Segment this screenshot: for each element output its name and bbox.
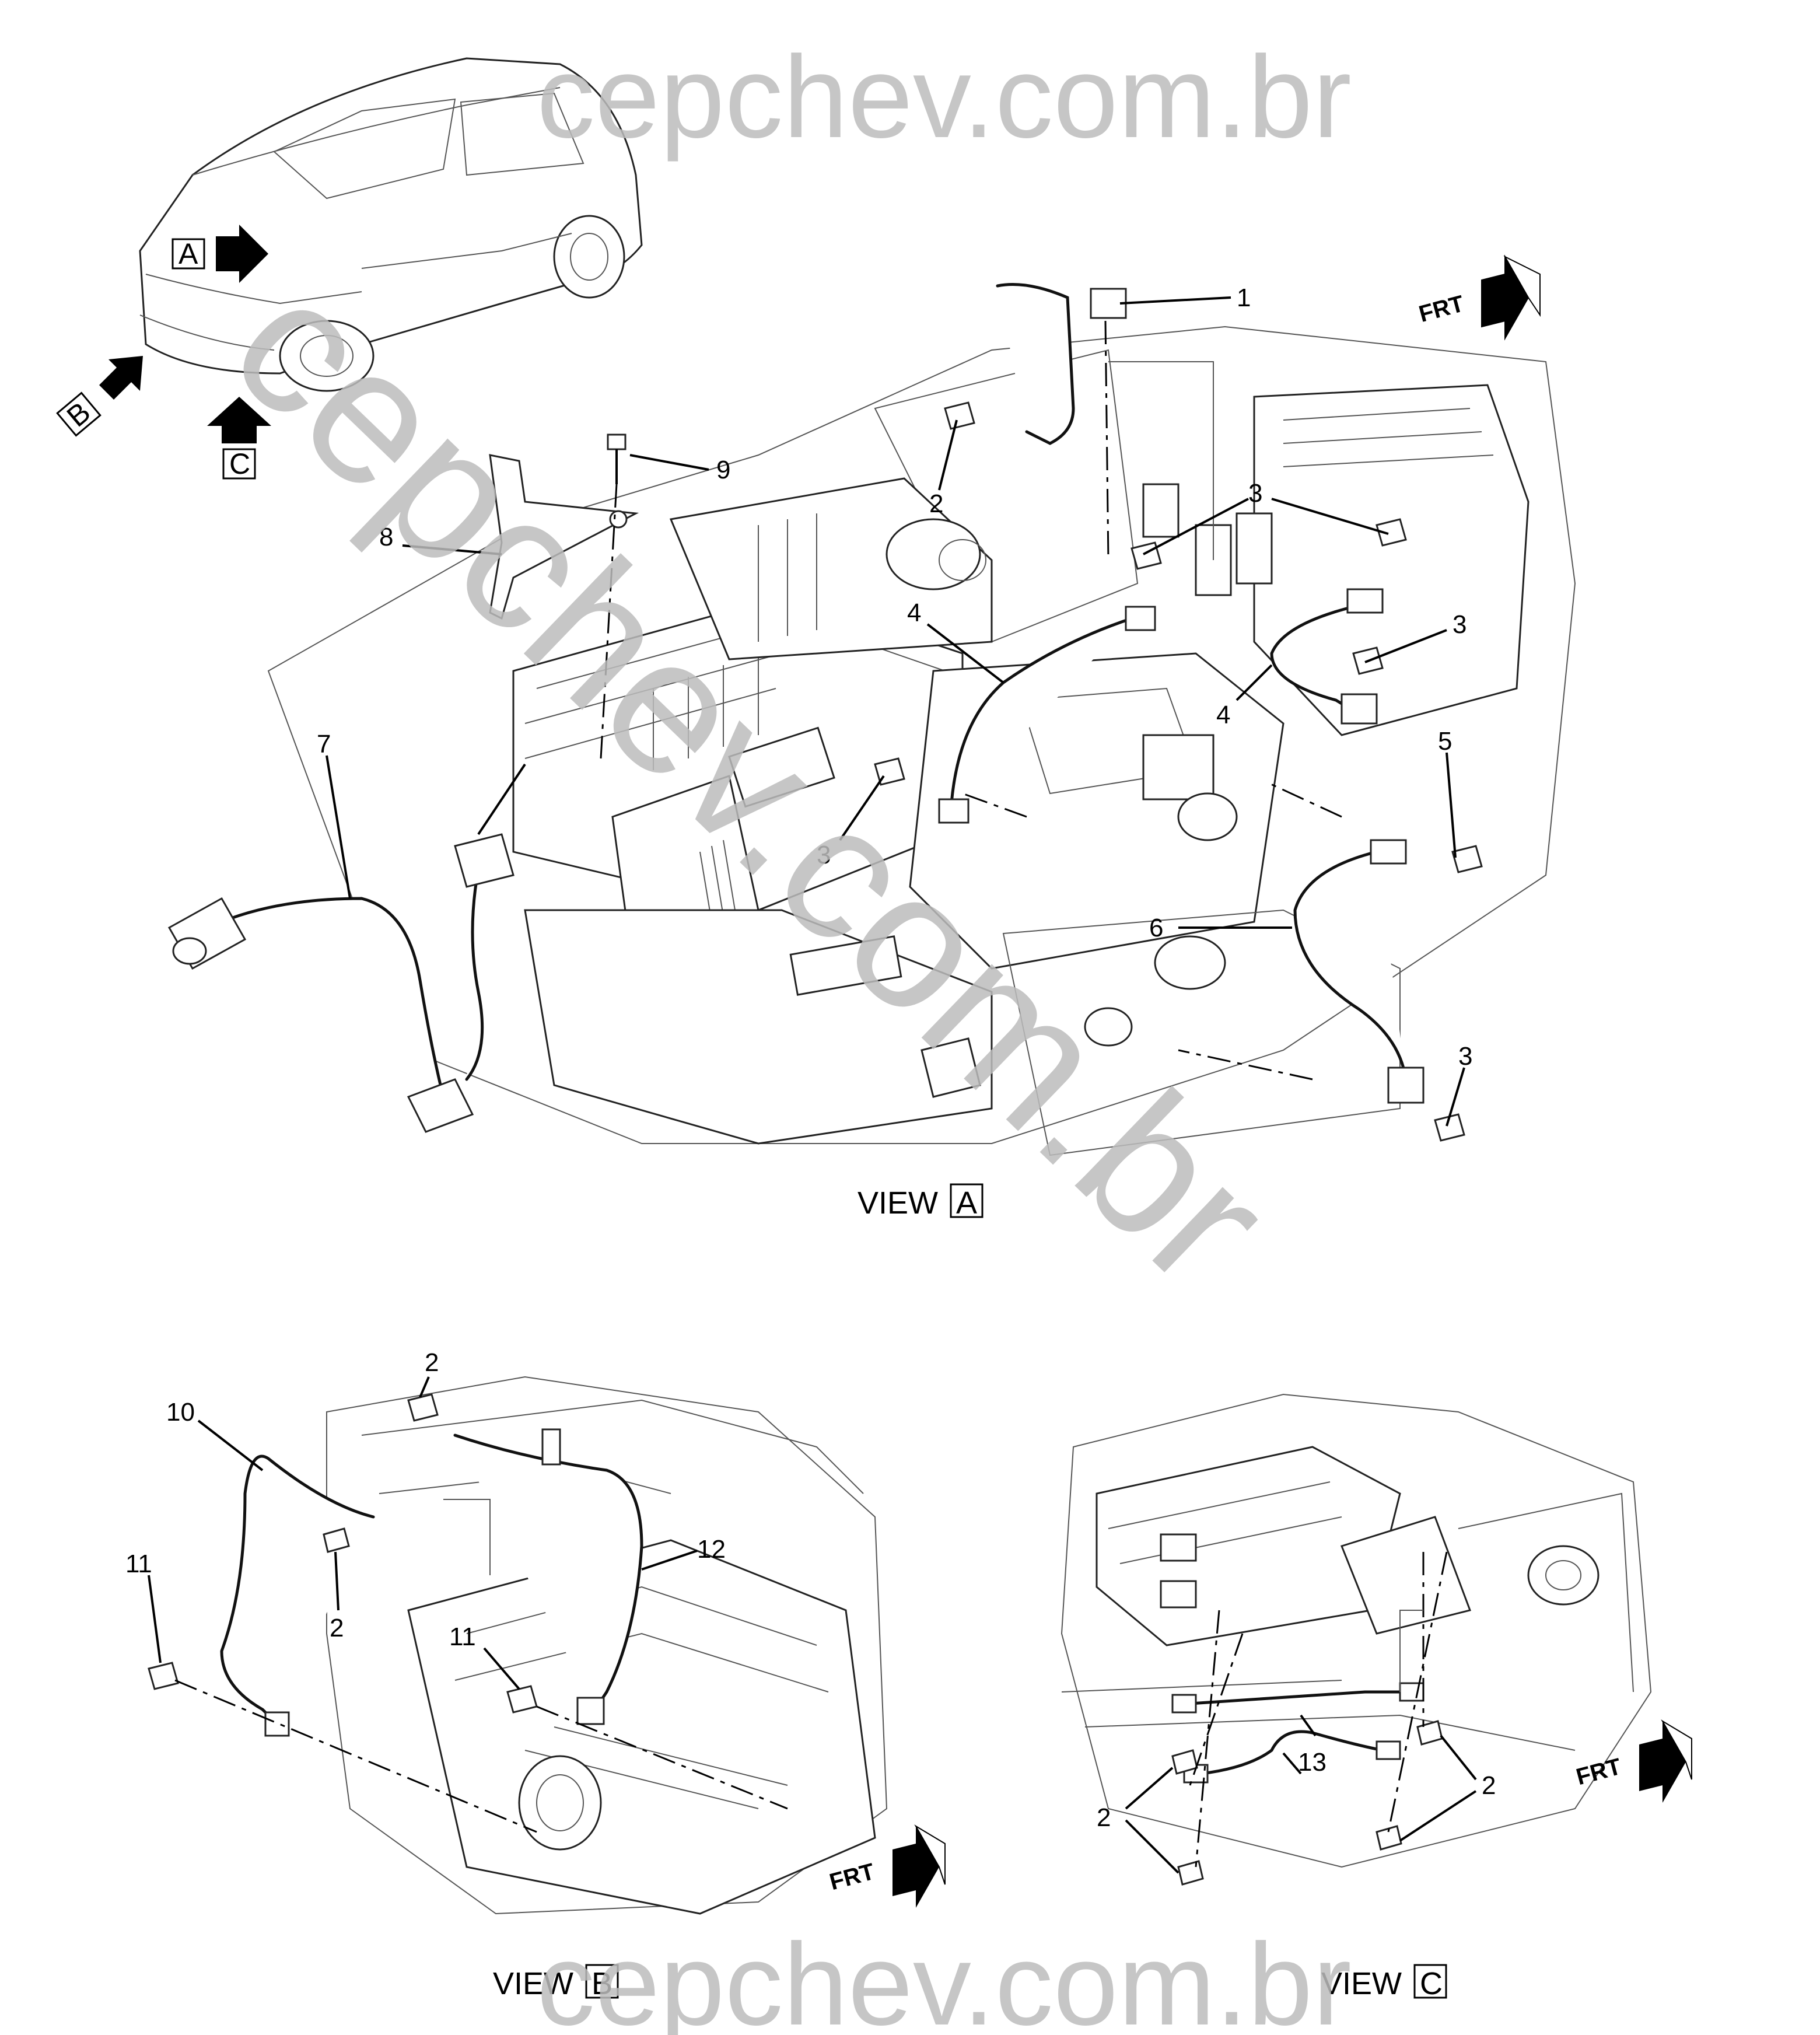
- leaders-view-b: [148, 1376, 698, 1690]
- callout-12: 12: [697, 1535, 726, 1564]
- callout-11-right: 11: [449, 1623, 476, 1651]
- view-b-letter: B: [592, 1966, 612, 2001]
- callout-4-left: 4: [907, 599, 921, 627]
- callout-2-view-a: 2: [929, 489, 943, 518]
- frt-arrow-view-c: FRT: [1573, 1719, 1692, 1803]
- view-c-drawing: [1060, 1393, 1652, 1886]
- view-a-drawing: [167, 283, 1576, 1156]
- view-a-label: VIEW A: [858, 1183, 984, 1221]
- nut-3b-view-a: [1376, 518, 1407, 547]
- arrow-view-a: A: [172, 225, 268, 283]
- nut-5-view-a: [1451, 845, 1483, 873]
- leaders-view-c: [1125, 1714, 1477, 1874]
- arrow-view-b: B: [56, 356, 143, 437]
- nut-2-view-a: [944, 401, 975, 430]
- view-b-drawing: [148, 1376, 888, 1915]
- frt-label-view-c: FRT: [1573, 1754, 1624, 1791]
- callout-9: 9: [716, 456, 730, 484]
- nut-2-view-c-d: [1376, 1825, 1402, 1851]
- callout-1: 1: [1237, 284, 1251, 312]
- callout-6: 6: [1149, 914, 1163, 942]
- frt-label-view-b: FRT: [827, 1859, 877, 1896]
- arrow-view-a-letter: A: [178, 237, 198, 270]
- nut-2-view-c-c: [1416, 1720, 1443, 1746]
- arrow-view-b-letter: B: [61, 396, 97, 433]
- view-b-word: VIEW: [493, 1966, 573, 2001]
- vehicle-illustration: [139, 57, 643, 392]
- callout-2-view-c-left: 2: [1097, 1803, 1111, 1832]
- view-b-label: VIEW B: [493, 1964, 619, 2001]
- callout-3-center: 3: [817, 841, 831, 869]
- callout-8: 8: [379, 523, 393, 551]
- watermark-bottom: cepchev.com.br: [537, 1919, 1352, 2035]
- nut-2-view-c-b: [1177, 1860, 1204, 1886]
- view-c-word: VIEW: [1321, 1966, 1402, 2001]
- callout-3-right: 3: [1452, 610, 1466, 639]
- callout-10: 10: [166, 1398, 195, 1426]
- nut-2-view-b-top: [407, 1393, 439, 1422]
- leaders-view-a: [326, 296, 1465, 1127]
- frt-label-view-a: FRT: [1416, 291, 1467, 327]
- view-a-letter: A: [956, 1186, 977, 1221]
- watermark-top: cepchev.com.br: [537, 32, 1352, 162]
- frt-arrow-view-b: FRT: [827, 1824, 946, 1908]
- callout-7: 7: [317, 730, 331, 758]
- callout-2-view-b-top: 2: [425, 1348, 439, 1377]
- nut-2-view-c-a: [1171, 1749, 1198, 1775]
- callout-13: 13: [1298, 1748, 1326, 1777]
- bolt-11-view-b-right: [506, 1685, 538, 1714]
- arrow-view-c: C: [207, 397, 271, 480]
- arrow-view-c-letter: C: [229, 447, 250, 480]
- view-a-word: VIEW: [858, 1186, 938, 1221]
- view-c-label: VIEW C: [1321, 1964, 1447, 2001]
- bolt-11-view-b-left: [148, 1662, 179, 1690]
- callout-3-top: 3: [1248, 479, 1262, 508]
- callout-2-view-c-right: 2: [1482, 1771, 1496, 1800]
- callout-3-bottom: 3: [1458, 1042, 1472, 1071]
- nut-2-view-b-mid: [323, 1527, 350, 1553]
- callout-2-view-b-mid: 2: [330, 1614, 344, 1642]
- callout-5: 5: [1438, 727, 1452, 756]
- frt-arrow-view-a: FRT: [1416, 254, 1541, 341]
- view-c-letter: C: [1420, 1966, 1443, 2001]
- callout-11-left: 11: [125, 1550, 152, 1578]
- callout-4-right: 4: [1216, 701, 1230, 729]
